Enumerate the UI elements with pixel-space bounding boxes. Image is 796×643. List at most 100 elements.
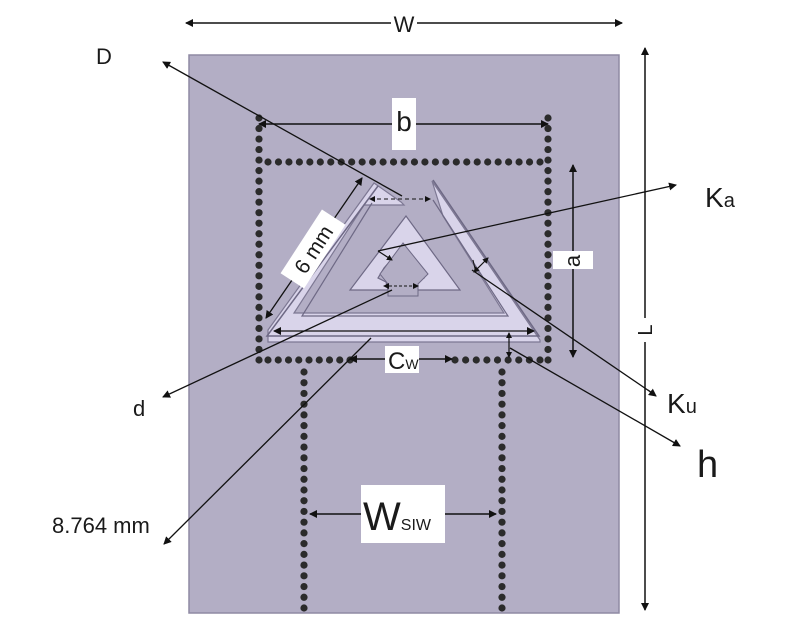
wsiw-label: WSIW [363,495,432,539]
w-label: W [394,12,415,37]
via-hole [369,158,377,166]
via-hole [544,272,552,280]
via-hole [498,443,506,451]
via-hole [300,604,308,612]
via-hole [255,219,263,227]
via-hole [452,158,460,166]
via-hole [255,293,263,301]
via-hole [525,158,534,166]
ka-label: Ka [705,182,736,213]
via-hole [536,356,544,364]
via-hole [462,356,470,364]
via-hole [255,135,263,143]
ka-arrow [377,182,677,252]
via-hole [498,561,506,569]
eight-mm-arrow [163,337,372,545]
via-hole [300,443,308,451]
via-hole [493,356,502,364]
via-hole [498,389,506,398]
cw-label: CW [388,348,419,375]
via-hole [300,593,308,601]
via-hole [498,604,506,612]
via-hole [255,198,263,206]
via-hole [544,314,552,322]
innermost-triangle [379,242,429,297]
via-hole [498,518,506,526]
via-hole [421,158,429,166]
via-hole [300,486,308,494]
via-hole [544,177,552,185]
d-upper-arrow [162,61,403,197]
via-hole [515,356,523,364]
via-hole [300,454,308,462]
via-hole [255,240,263,248]
via-hole [544,303,552,311]
via-hole [463,158,471,166]
via-hole [544,135,552,143]
via-hole [442,158,450,166]
via-hole [284,356,293,364]
via-hole [336,356,344,364]
via-hole [255,324,263,333]
via-hole [300,507,308,516]
ku-arrow [471,269,656,396]
via-hole [300,550,308,558]
via-hole [498,497,506,505]
via-hole [300,561,308,569]
via-hole [504,356,512,364]
via-hole [494,158,502,166]
via-hole [410,158,419,166]
via-hole [544,124,552,133]
via-hole [498,529,506,537]
via-hole [431,158,439,166]
via-hole [498,400,506,408]
via-hole [498,454,506,462]
via-hole [544,156,552,164]
via-hole [305,356,313,364]
via-hole [473,158,481,166]
via-hole [300,411,308,419]
via-hole [498,582,506,591]
via-hole [400,158,408,166]
via-hole [544,345,552,354]
via-hole [325,356,334,364]
via-hole [274,356,282,364]
via-hole [544,261,552,269]
b-label: b [396,106,412,137]
via-hole [505,158,513,166]
via-hole [544,114,552,122]
via-hole [515,158,523,166]
via-hole [255,261,263,269]
via-hole [498,540,506,548]
via-hole [300,497,308,505]
via-hole [300,582,308,591]
via-hole [498,486,506,494]
via-hole [300,518,308,526]
via-hole [498,379,506,387]
via-hole [327,158,335,166]
via-hole [544,198,552,206]
via-hole [498,593,506,601]
via-hole [295,158,303,166]
eight-mm-label: 8.764 mm [52,513,150,538]
via-hole [300,572,308,580]
via-hole [255,177,263,185]
via-array [255,114,552,612]
via-hole [536,158,544,166]
via-hole [498,422,506,430]
via-hole [544,240,552,248]
via-hole [300,389,308,398]
via-hole [544,219,552,227]
via-hole [498,475,506,483]
via-hole [544,230,552,238]
via-hole [255,303,263,311]
via-hole [498,464,506,473]
h-arrow [509,347,681,447]
via-hole [544,188,552,196]
via-hole [544,293,552,301]
via-hole [379,158,387,166]
a-label: a [560,254,585,267]
via-hole [255,356,263,364]
via-hole [274,158,283,166]
via-hole [300,475,308,483]
